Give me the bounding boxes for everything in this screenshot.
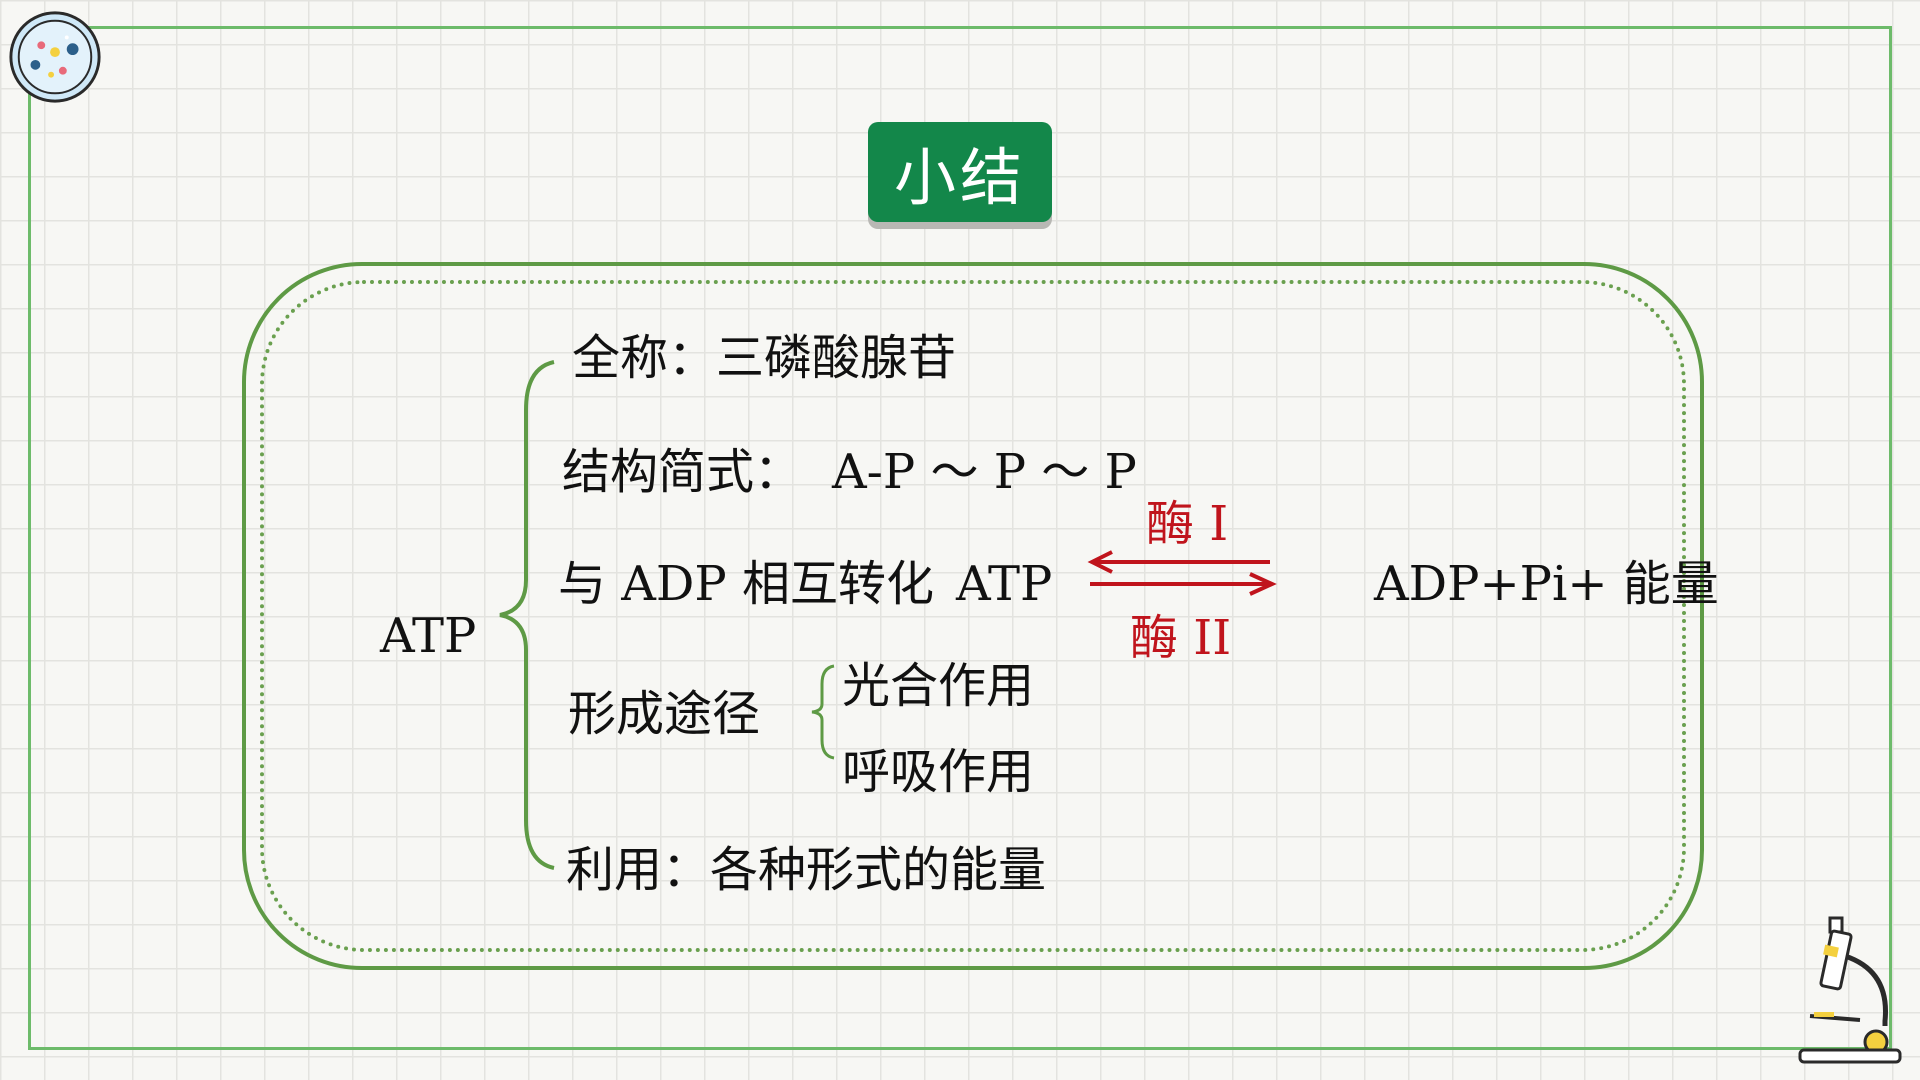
formation-brace <box>811 664 835 760</box>
summary-panel <box>242 262 1704 970</box>
formation-path-photosynthesis: 光合作用 <box>842 658 1035 714</box>
enzyme-forward-label: 酶 I <box>1146 496 1229 552</box>
structure-label: 结构简式： <box>562 444 803 500</box>
usage-item: 利用：各种形式的能量 <box>566 842 1047 898</box>
enzyme-reverse-label: 酶 II <box>1130 610 1232 666</box>
formation-label: 形成途径 <box>568 686 761 742</box>
main-brace <box>499 360 555 870</box>
microscope-icon <box>1798 916 1902 1064</box>
full-name-item: 全称：三磷酸腺苷 <box>572 330 957 386</box>
summary-panel-dotted-border <box>260 280 1686 952</box>
structure-formula: A-P ～ P ～ P <box>832 444 1137 500</box>
reaction-reactant: ATP <box>956 556 1053 612</box>
reversible-arrows <box>1087 550 1277 596</box>
petri-dish-icon <box>9 11 101 103</box>
slide-title: 小结 <box>868 122 1052 222</box>
conversion-label: 与 ADP 相互转化 <box>558 556 934 612</box>
reaction-product: ADP+Pi+ 能量 <box>1374 556 1719 612</box>
root-label: ATP <box>380 608 477 664</box>
formation-path-respiration: 呼吸作用 <box>842 744 1035 800</box>
slide-frame <box>28 26 1892 1050</box>
